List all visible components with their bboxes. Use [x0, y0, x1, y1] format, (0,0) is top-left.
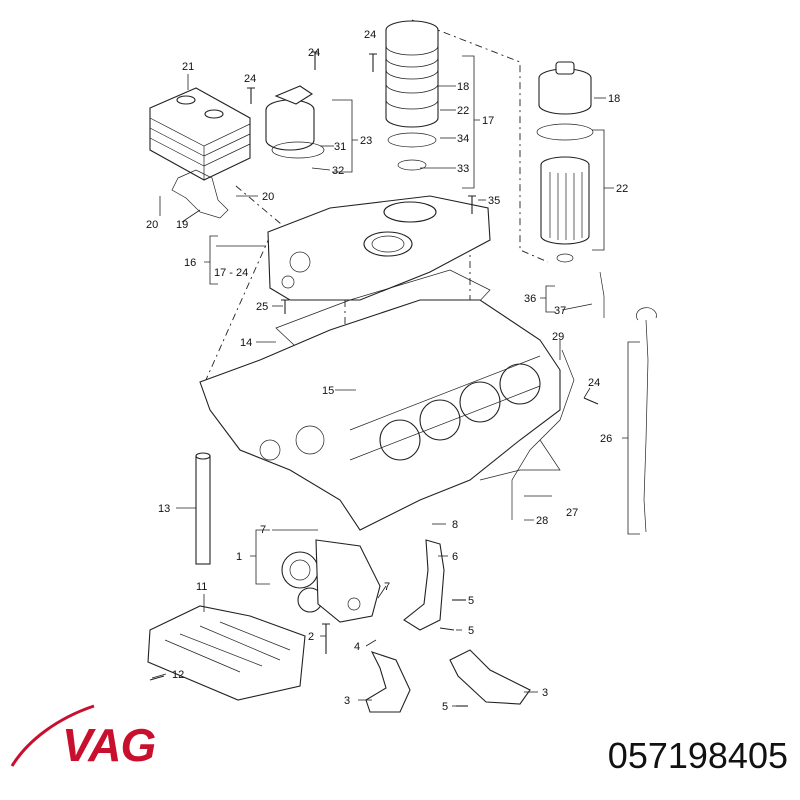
leader-lines [151, 55, 640, 707]
callout-31: 31 [334, 141, 346, 153]
callout-18: 18 [457, 81, 469, 93]
callout-3: 3 [344, 695, 350, 707]
callout-20: 20 [262, 191, 274, 203]
callout-12: 12 [172, 669, 184, 681]
callout-16: 16 [184, 257, 196, 269]
oil-filter-cartridge [536, 61, 594, 263]
callout-27: 27 [566, 507, 578, 519]
tube-13 [195, 452, 211, 565]
callout-24: 24 [308, 47, 320, 59]
callout-17-24: 17 - 24 [214, 267, 248, 279]
oil-cooler [149, 87, 251, 181]
callout-5: 5 [468, 595, 474, 607]
callout-24: 24 [364, 29, 376, 41]
callout-20: 20 [146, 219, 158, 231]
callout-3: 3 [542, 687, 548, 699]
callout-24: 24 [244, 73, 256, 85]
callout-1: 1 [236, 551, 242, 563]
callout-32: 32 [332, 165, 344, 177]
suction-pipe-left [365, 651, 411, 713]
callout-labels: 21 24 24 24 24 18 18 22 22 17 34 33 35 2… [146, 29, 628, 713]
callout-21: 21 [182, 61, 194, 73]
dipstick-tube [599, 271, 605, 318]
part-number: 057198405 [607, 735, 788, 776]
oil-pump [281, 539, 381, 623]
callout-22: 22 [457, 105, 469, 117]
baffle-plate [147, 605, 306, 701]
callout-24: 24 [588, 377, 600, 389]
callout-34: 34 [457, 133, 469, 145]
callout-26: 26 [600, 433, 612, 445]
callout-35: 35 [488, 195, 500, 207]
callout-5: 5 [468, 625, 474, 637]
callout-2: 2 [308, 631, 314, 643]
callout-33: 33 [457, 163, 469, 175]
engine-block [199, 299, 561, 531]
callout-18: 18 [608, 93, 620, 105]
callout-4: 4 [354, 641, 360, 653]
callout-13: 13 [158, 503, 170, 515]
callout-6: 6 [452, 551, 458, 563]
callout-15: 15 [322, 385, 334, 397]
callout-19: 19 [176, 219, 188, 231]
gasket-19 [171, 169, 229, 219]
suction-pipe-right [449, 649, 531, 705]
callout-17: 17 [482, 115, 494, 127]
callout-14: 14 [240, 337, 252, 349]
callout-28: 28 [536, 515, 548, 527]
callout-7: 7 [260, 524, 266, 536]
dipstick-guide [511, 349, 575, 520]
callout-23: 23 [360, 135, 372, 147]
callout-5: 5 [442, 701, 448, 713]
dipstick [636, 307, 657, 533]
callout-22: 22 [616, 183, 628, 195]
intermediate-housing-18 [385, 20, 439, 171]
callout-37: 37 [554, 305, 566, 317]
filter-housing-23 [265, 85, 325, 159]
oil-filter-module-base [267, 195, 491, 301]
pipe-6 [403, 539, 445, 631]
vag-logo: VAG [62, 719, 156, 771]
callout-11: 11 [196, 581, 207, 593]
callout-7: 7 [384, 581, 390, 593]
callout-8: 8 [452, 519, 458, 531]
callout-36: 36 [524, 293, 536, 305]
callout-25: 25 [256, 301, 268, 313]
vag-logo-swoosh [10, 704, 95, 767]
callout-29: 29 [552, 331, 564, 343]
